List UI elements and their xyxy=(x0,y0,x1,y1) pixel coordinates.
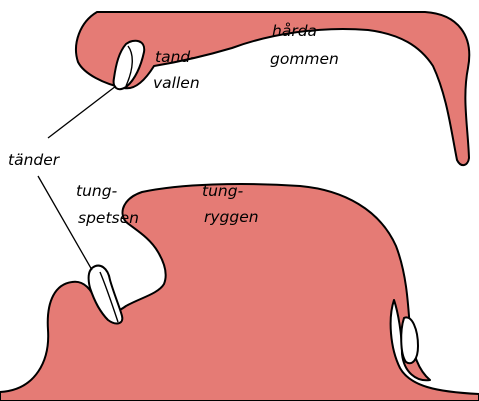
label-tandvallen-line2: vallen xyxy=(153,74,200,92)
label-harda-gommen-line1: hårda xyxy=(272,22,317,40)
label-harda-gommen-line2: gommen xyxy=(270,50,339,68)
label-tungryggen-line1: tung- xyxy=(202,182,244,200)
tander-pointer-upper xyxy=(48,86,116,138)
label-tungryggen-line2: ryggen xyxy=(204,208,259,226)
label-tandvallen-line1: tand- xyxy=(155,48,196,66)
label-tander: tänder xyxy=(8,151,61,169)
lower-molar xyxy=(401,317,418,363)
label-tungspetsen-line1: tung- xyxy=(76,182,118,200)
label-tungspetsen-line2: spetsen xyxy=(78,209,139,227)
